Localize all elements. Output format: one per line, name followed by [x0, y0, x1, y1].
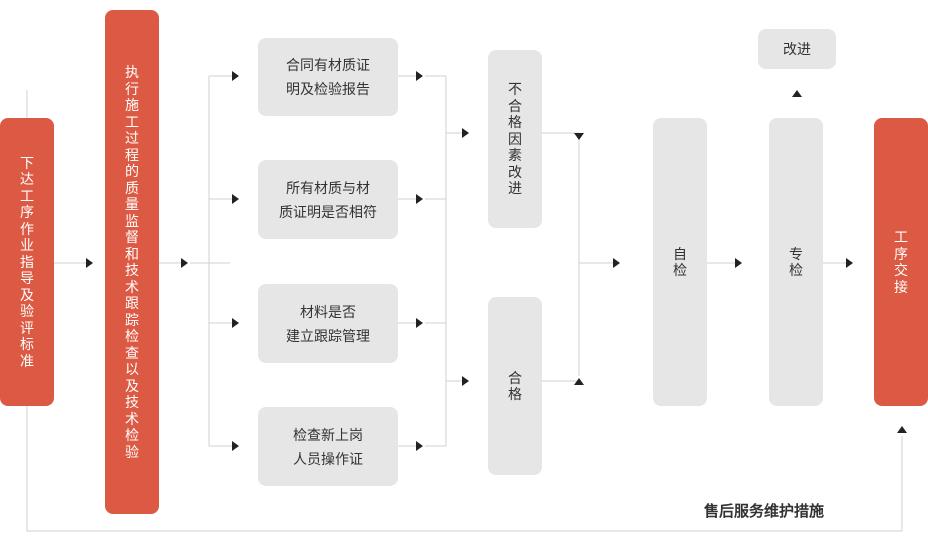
step-issue-standards-label: 下达工序作业指导及验评标准 [19, 154, 34, 369]
arrow-right-icon [416, 318, 423, 328]
arrow-right-icon [232, 194, 239, 204]
arrow-up-icon [897, 426, 907, 433]
check-staff-certificate-label: 检查新上岗 人员操作证 [293, 426, 363, 467]
improve-label: 改进 [783, 41, 811, 57]
check-contract-certificate-label: 合同有材质证 明及检验报告 [286, 57, 370, 97]
check-material-match-label: 所有材质与材 质证明是否相符 [279, 179, 377, 220]
step-quality-supervision-label: 执行施工过程的质量监督和技术跟踪检查以及技术检验 [124, 64, 139, 460]
arrow-right-icon [613, 258, 620, 268]
step-issue-standards: 下达工序作业指导及验评标准 [0, 118, 54, 406]
special-inspection: 专检 [769, 118, 823, 406]
process-handover-label: 工序交接 [893, 229, 908, 295]
arrow-right-icon [232, 318, 239, 328]
result-qualified-label: 合格 [507, 369, 522, 403]
arrow-right-icon [416, 71, 423, 81]
self-inspection: 自检 [653, 118, 707, 406]
arrow-right-icon [181, 258, 188, 268]
check-material-match: 所有材质与材 质证明是否相符 [258, 160, 398, 239]
arrow-right-icon [846, 258, 853, 268]
result-nonconforming-label: 不合格因素改进 [507, 81, 522, 197]
arrow-down-icon [574, 133, 584, 140]
self-inspection-label: 自检 [672, 245, 687, 279]
arrow-right-icon [462, 376, 469, 386]
process-handover: 工序交接 [874, 118, 928, 406]
result-nonconforming-improve: 不合格因素改进 [488, 50, 542, 228]
arrow-right-icon [232, 441, 239, 451]
improve-box: 改进 [758, 29, 836, 69]
arrow-right-icon [416, 441, 423, 451]
check-staff-certificate: 检查新上岗 人员操作证 [258, 407, 398, 486]
arrow-up-icon [792, 90, 802, 97]
arrow-right-icon [735, 258, 742, 268]
check-contract-certificate: 合同有材质证 明及检验报告 [258, 38, 398, 116]
check-material-tracking: 材料是否 建立跟踪管理 [258, 284, 398, 363]
arrow-right-icon [462, 128, 469, 138]
result-qualified: 合格 [488, 297, 542, 475]
arrow-up-icon [574, 378, 584, 385]
special-inspection-label: 专检 [788, 245, 803, 279]
check-material-tracking-label: 材料是否 建立跟踪管理 [286, 303, 370, 344]
after-sales-caption: 售后服务维护措施 [704, 503, 825, 520]
arrow-right-icon [416, 194, 423, 204]
arrow-right-icon [86, 258, 93, 268]
step-quality-supervision: 执行施工过程的质量监督和技术跟踪检查以及技术检验 [105, 10, 159, 514]
arrow-right-icon [232, 71, 239, 81]
